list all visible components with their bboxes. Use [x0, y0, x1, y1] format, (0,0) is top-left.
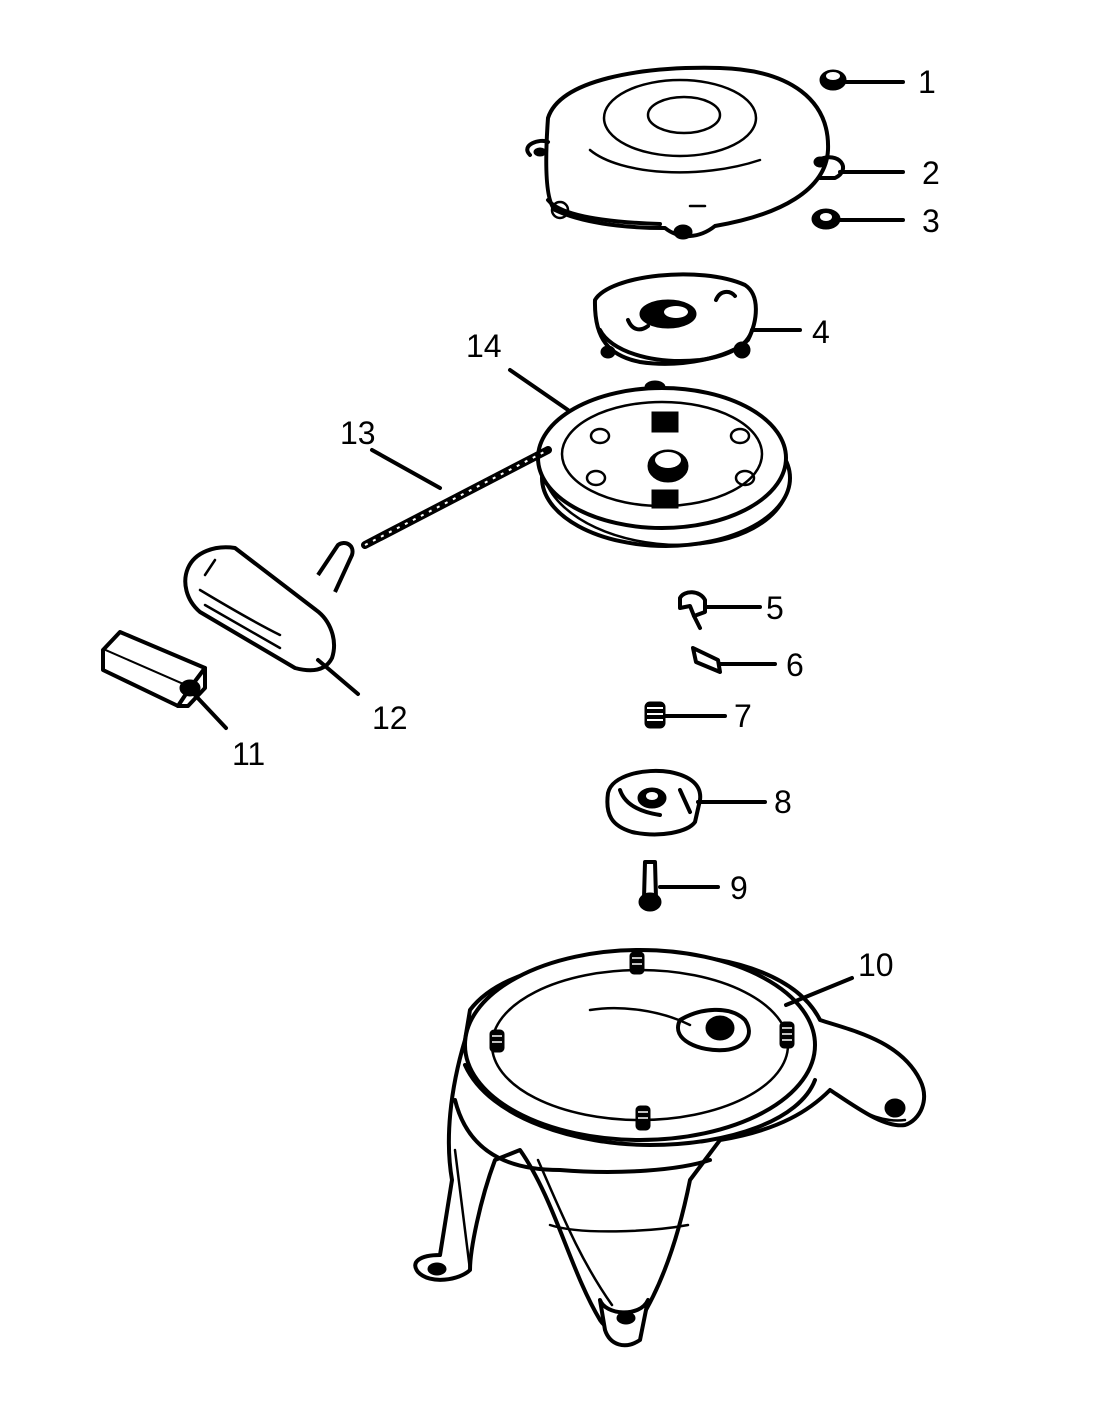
leader-lines: [192, 80, 905, 1007]
part-6-pawl-spring: [691, 646, 722, 674]
callout-11: 11: [232, 736, 266, 772]
leader-line-13: [370, 448, 442, 490]
part-11-handle-insert: [101, 630, 207, 708]
callout-5: 5: [766, 590, 784, 626]
part-10-starter-housing: [413, 948, 926, 1348]
part-14-pulley: [536, 386, 792, 548]
part-5-pawl: [678, 590, 707, 630]
part-1-nut: [819, 69, 847, 91]
part-7-spring: [644, 701, 666, 729]
callout-9: 9: [730, 870, 748, 906]
callout-7: 7: [734, 698, 752, 734]
leader-line-10: [784, 976, 854, 1007]
callout-13: 13: [340, 415, 376, 451]
part-12-starter-handle: [183, 541, 355, 673]
callout-1: 1: [918, 64, 936, 100]
callout-12: 12: [372, 700, 408, 736]
leader-line-11: [192, 692, 228, 730]
callout-14: 14: [466, 328, 502, 364]
callout-4: 4: [812, 314, 830, 350]
callout-6: 6: [786, 647, 804, 683]
callout-10: 10: [858, 947, 894, 983]
leader-line-12: [316, 658, 360, 696]
part-8-pawl-hub: [605, 768, 703, 837]
part-2-housing-cover: [525, 65, 845, 240]
part-9-screw: [638, 860, 662, 912]
part-4-spring-retainer: [592, 272, 758, 394]
callout-3: 3: [922, 203, 940, 239]
part-13-starter-rope: [361, 446, 552, 549]
part-3-washer: [811, 208, 841, 230]
leader-line-14: [508, 368, 570, 412]
callout-2: 2: [922, 155, 940, 191]
callout-8: 8: [774, 784, 792, 820]
